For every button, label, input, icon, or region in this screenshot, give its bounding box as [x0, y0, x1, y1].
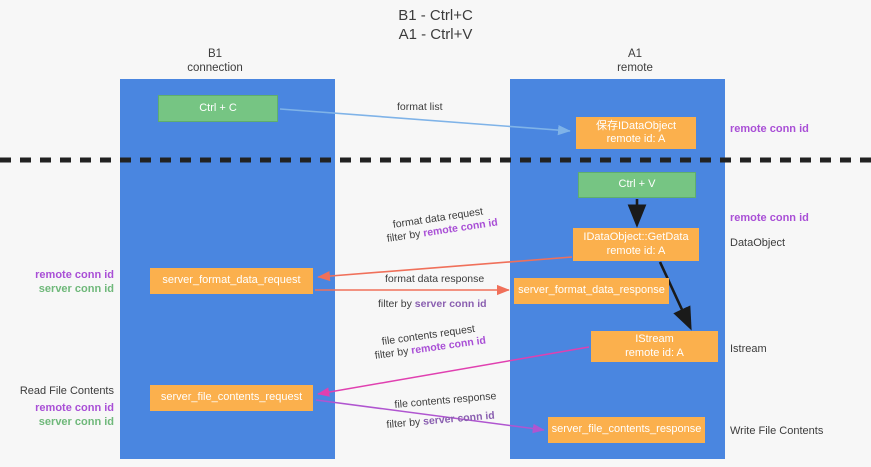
annotation-server-conn-id: server conn id [38, 416, 114, 428]
annotation-remote-conn-id: remote conn id [35, 269, 114, 281]
filter-prefix: filter by [386, 227, 425, 245]
box-server-format-data-response[interactable]: server_format_data_response [514, 278, 669, 304]
column-header-b1-name: B1 [207, 48, 223, 60]
box-istream-line1: IStream [635, 333, 674, 345]
annotation-text: remote conn id [730, 212, 809, 224]
column-header-a1: A1 remote [570, 47, 700, 75]
filter-prefix: filter by [378, 298, 415, 310]
annotation-remote-conn-id: remote conn id [35, 402, 114, 414]
column-header-b1-role: connection [187, 62, 243, 74]
box-ctrl-c-label: Ctrl + C [199, 101, 237, 114]
box-server-file-contents-response[interactable]: server_file_contents_response [548, 417, 705, 443]
filter-prefix: filter by [386, 415, 424, 431]
box-ctrl-v-label: Ctrl + V [618, 178, 656, 191]
box-server-file-contents-request[interactable]: server_file_contents_request [150, 385, 313, 411]
edge-label-file-contents-response-filter: filter by server conn id [386, 410, 495, 432]
filter-key-server-conn-id: server conn id [414, 298, 487, 310]
box-server-file-contents-response-label: server_file_contents_response [551, 423, 702, 436]
annotation-text: Read File Contents [19, 385, 114, 397]
box-server-format-data-request-label: server_format_data_request [162, 274, 301, 287]
edge-label-format-list: format list [397, 101, 443, 113]
annotation-server-conn-id: server conn id [38, 283, 114, 295]
annotation-conn-ids-bottom: remote conn id server conn id [22, 401, 114, 429]
box-istream-line2: remote id: A [625, 346, 684, 359]
column-header-a1-name: A1 [627, 48, 643, 60]
box-save-idataobject-line2: remote id: A [606, 133, 666, 145]
annotation-write-file-contents: Write File Contents [730, 424, 823, 438]
box-server-format-data-request[interactable]: server_format_data_request [150, 268, 313, 294]
filter-prefix: filter by [374, 344, 413, 362]
box-istream[interactable]: IStream remote id: A [591, 331, 718, 362]
box-server-file-contents-request-label: server_file_contents_request [160, 391, 303, 404]
annotation-conn-ids-mid: remote conn id server conn id [22, 268, 114, 296]
annotation-text: DataObject [730, 237, 786, 249]
annotation-remote-conn-id-top: remote conn id [730, 122, 809, 136]
box-ctrl-c[interactable]: Ctrl + C [158, 95, 278, 122]
annotation-remote-conn-id-mid: remote conn id [730, 211, 809, 225]
box-ctrl-v[interactable]: Ctrl + V [578, 172, 696, 198]
diagram-title: B1 - Ctrl+C A1 - Ctrl+V [0, 6, 871, 44]
box-idataobject-getdata-line2: remote id: A [606, 244, 666, 257]
title-line-2: A1 - Ctrl+V [398, 26, 473, 43]
title-line-1: B1 - Ctrl+C [398, 7, 473, 24]
column-header-b1: B1 connection [150, 47, 280, 75]
edge-label-format-data-response-filter: filter by server conn id [378, 298, 487, 311]
annotation-text: remote conn id [730, 123, 809, 135]
box-save-idataobject-line1: 保存IDataObject [595, 119, 677, 132]
edge-label-file-contents-response: file contents response [394, 390, 497, 411]
annotation-read-file-contents: Read File Contents [14, 384, 114, 398]
annotation-text: Write File Contents [730, 425, 824, 437]
box-save-idataobject[interactable]: 保存IDataObject remote id: A [576, 117, 696, 149]
box-idataobject-getdata-line1: IDataObject::GetData [583, 231, 689, 243]
annotation-text: Istream [730, 343, 767, 355]
filter-key-server-conn-id: server conn id [422, 409, 496, 428]
box-idataobject-getdata[interactable]: IDataObject::GetData remote id: A [573, 228, 699, 261]
annotation-istream: Istream [730, 342, 767, 356]
annotation-dataobject: DataObject [730, 236, 785, 250]
column-header-a1-role: remote [617, 62, 653, 74]
box-server-format-data-response-label: server_format_data_response [518, 284, 665, 297]
edge-label-format-data-response: format data response [385, 273, 485, 285]
